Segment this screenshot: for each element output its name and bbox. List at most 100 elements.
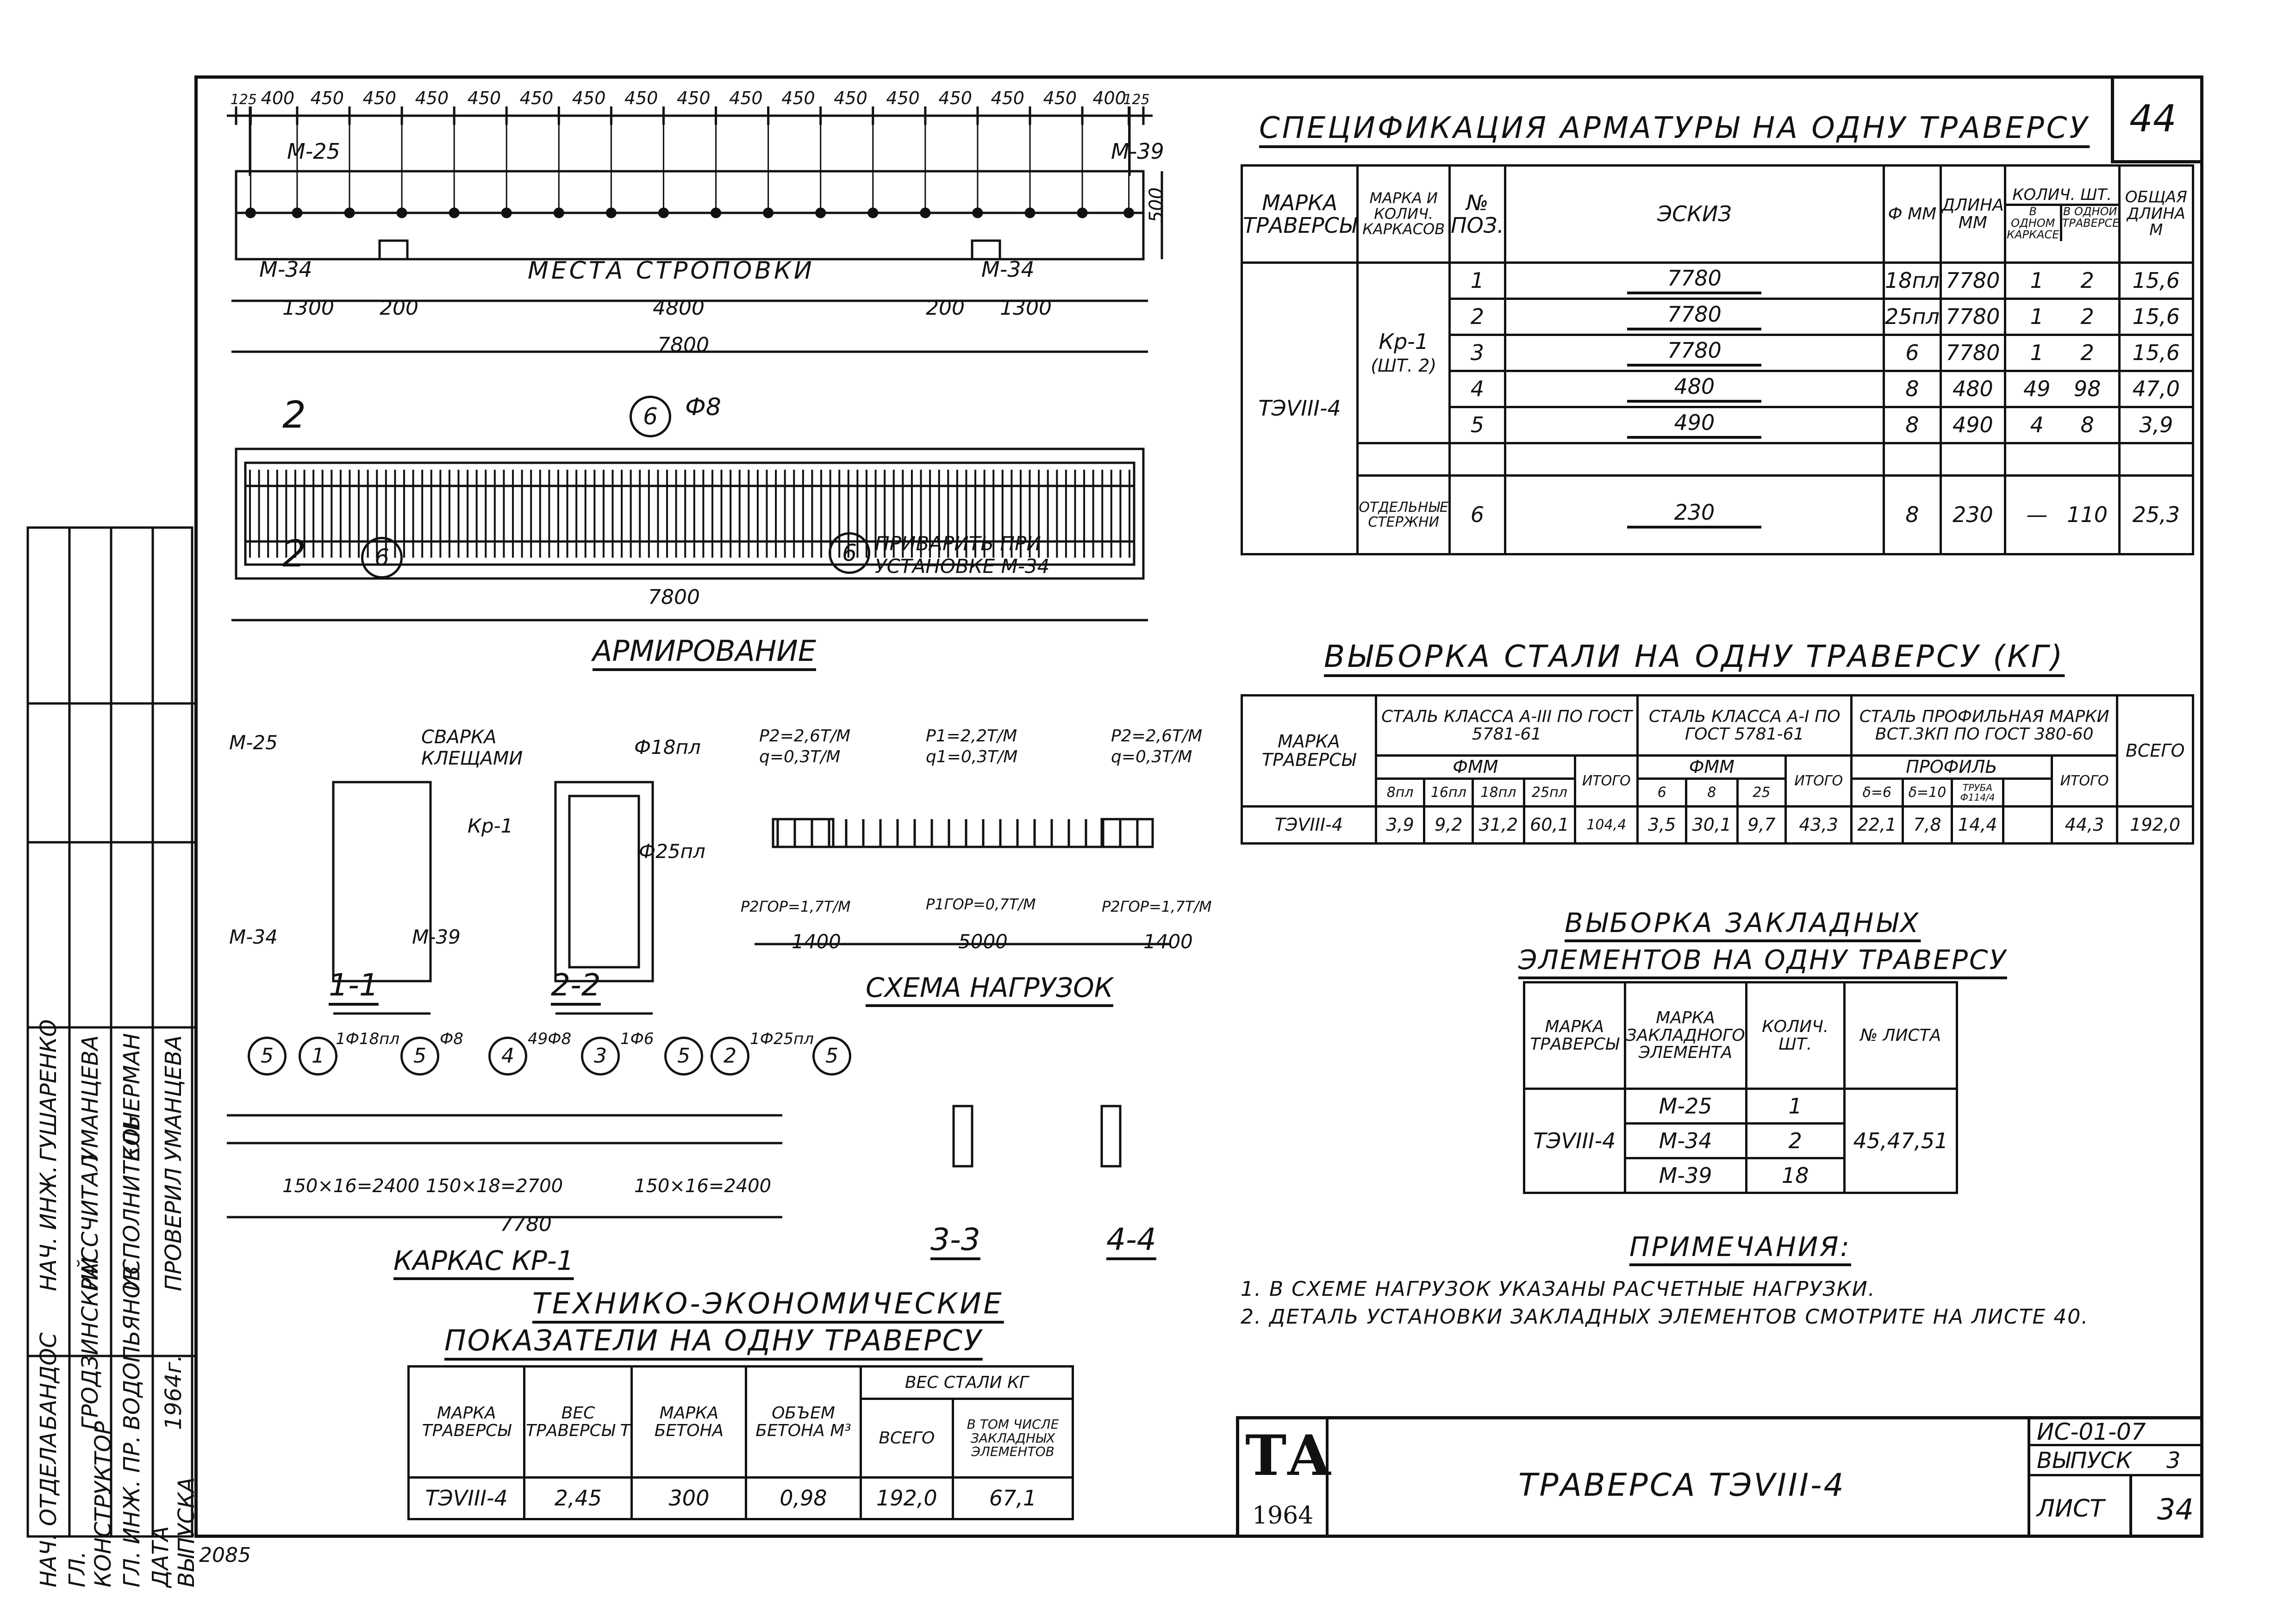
tech-cell: 2,45: [523, 1476, 633, 1520]
phi18-label: Ф18пл: [634, 736, 701, 759]
spec-cell: 490: [1939, 406, 2006, 444]
spec-cell: 25пл: [1882, 298, 1942, 336]
spec-head-poz: № ПОЗ.: [1448, 164, 1506, 264]
sheet-label: ЛИСТ: [2037, 1495, 2105, 1523]
bubble-5: 5: [248, 1037, 287, 1076]
note-2: 2. ДЕТАЛЬ УСТАНОВКИ ЗАКЛАДНЫХ ЭЛЕМЕНТОВ …: [1241, 1305, 2089, 1329]
table-row: М-34 2: [1524, 1122, 1957, 1159]
spec-head-len: ДЛИНА ММ: [1939, 164, 2006, 264]
load-dim-3: 1400: [1143, 930, 1193, 953]
spec-cell: 8: [1882, 474, 1942, 555]
code-boxes: [2028, 1416, 2203, 1538]
spec-qty: —110: [2003, 474, 2121, 555]
spec-qty-traverse: 2: [2080, 304, 2094, 330]
top-dim-label: 400: [1092, 88, 1126, 108]
embedded-cell: М-39: [1623, 1157, 1747, 1194]
spec-sketch: 7780: [1504, 298, 1885, 336]
tech-cell: 67,1: [952, 1476, 1074, 1520]
embedded-sheets: 45,47,51: [1843, 1088, 1959, 1194]
rgor-mid: Р1ГОР=0,7Т/М: [926, 895, 1036, 913]
rgor-right: Р2ГОР=1,7Т/М: [1102, 898, 1212, 915]
spec-cell: 7780: [1939, 334, 2006, 372]
top-dim-label: 450: [991, 88, 1024, 108]
beam-plan: [235, 448, 1145, 580]
steel-profile: ПРОФИЛЬ: [1850, 754, 2053, 780]
steel-title: ВЫБОРКА СТАЛИ НА ОДНУ ТРАВЕРСУ (КГ): [1324, 639, 2065, 674]
steel-phi-a1: ФММ: [1636, 754, 1787, 780]
stamp-grid: [26, 526, 194, 1538]
steel-col: 6: [1636, 777, 1688, 808]
label-m39: М-39: [1111, 139, 1164, 164]
steel-cell: 22,1: [1850, 805, 1904, 845]
tech-head: ВСЕГО: [859, 1398, 955, 1479]
steel-col: 25: [1736, 777, 1787, 808]
steel-col: ТРУБА Ф114/4: [1951, 777, 2004, 808]
frame-label-3: 49Ф8: [528, 1030, 572, 1048]
steel-col: 8: [1685, 777, 1739, 808]
frame-dim-3: 150×16=2400: [634, 1175, 772, 1197]
spec-frame-mark: Кр-1: [1379, 329, 1429, 354]
spec-cell: 47,0: [2118, 370, 2195, 408]
load-right-2: q=0,3Т/М: [1111, 747, 1192, 766]
bubble-2: 2: [711, 1037, 749, 1076]
frame-dim-2: 150×18=2700: [426, 1175, 563, 1197]
spec-sketch-dim: 490: [1627, 411, 1762, 439]
dim-200-left: 200: [380, 296, 418, 320]
load-dim-2: 5000: [958, 930, 1008, 953]
stamp-role: ГЛ. ИНЖ. ПР.: [119, 1436, 145, 1587]
spec-sketch-dim: 7780: [1627, 339, 1762, 367]
spec-cell: 230: [1939, 474, 2006, 555]
load-left-1: Р2=2,6Т/М: [759, 727, 851, 746]
spec-cell: 6: [1448, 474, 1506, 555]
steel-cell: ТЭVIII-4: [1241, 805, 1377, 845]
approval-stamp: НАЧ. ОТДЕЛА БАНДОС НАЧ. ИНЖ. ГУШАРЕНКО Г…: [19, 523, 200, 1587]
sheet-number: 44: [2129, 97, 2177, 140]
stamp-role: ДАТА ВЫПУСКА: [148, 1477, 200, 1587]
section-2-2-title: 2-2: [551, 967, 601, 1003]
spec-sketch-dim: 480: [1627, 375, 1762, 403]
tech-table: МАРКА ТРАВЕРСЫ ВЕС ТРАВЕРСЫ Т МАРКА БЕТО…: [407, 1365, 1074, 1520]
steel-cell: 3,5: [1636, 805, 1688, 845]
spec-qty-traverse: 2: [2080, 340, 2094, 366]
load-right-1: Р2=2,6Т/М: [1111, 727, 1203, 746]
table-row: ТЭVIII-4 3,9 9,2 31,2 60,1 104,4 3,5 30,…: [1241, 805, 2194, 845]
tech-head: МАРКА ТРАВЕРСЫ: [407, 1365, 526, 1479]
title-block: [1236, 1416, 2203, 1538]
steel-cell: 60,1: [1522, 805, 1577, 845]
tech-head: ВЕС ТРАВЕРСЫ Т: [523, 1365, 633, 1479]
section-2-2-shape: [554, 781, 654, 983]
spec-head-qty: КОЛИЧ. ШТ. В ОДНОМ КАРКАСЕ В ОДНОЙ ТРАВЕ…: [2003, 164, 2121, 264]
tech-head: ОБЪЕМ БЕТОНА М³: [745, 1365, 862, 1479]
steel-itogo-a3: ИТОГО: [1574, 754, 1639, 808]
stamp-role: НАЧ. ИНЖ.: [36, 1165, 62, 1291]
spec-sketch-dim: 7780: [1627, 303, 1762, 330]
stamp-role: НАЧ. ОТДЕЛА: [36, 1431, 62, 1587]
spec-sketch: 490: [1504, 406, 1885, 444]
load-mid-2: q1=0,3Т/М: [926, 747, 1018, 766]
spec-separate-label: ОТДЕЛЬНЫЕ СТЕРЖНИ: [1356, 474, 1451, 555]
bubble-5: 5: [812, 1037, 851, 1076]
embedded-cell: 18: [1745, 1157, 1846, 1194]
lifting-points-label: МЕСТА СТРОПОВКИ: [528, 257, 815, 285]
top-dim-label: 450: [624, 88, 658, 108]
stamp-name: ГРОДЗИНСКИЙ: [77, 1257, 103, 1430]
spec-qty-traverse: 110: [2067, 502, 2108, 528]
spec-sketch: 230: [1504, 474, 1885, 555]
spec-qty-traverse: 98: [2073, 376, 2101, 402]
label-m34-left: М-34: [259, 257, 312, 282]
frame-label-1: 1Ф18пл: [336, 1030, 400, 1048]
steel-cell: 43,3: [1784, 805, 1853, 845]
steel-cell: 44,3: [2050, 805, 2119, 845]
steel-col: 25пл: [1522, 777, 1577, 808]
spec-qty-frame: 1: [2030, 340, 2044, 366]
embedded-traverse: ТЭVIII-4: [1523, 1088, 1626, 1194]
load-left-2: q=0,3Т/М: [759, 747, 841, 766]
embedded-cell: 1: [1745, 1088, 1846, 1125]
dim-200-right: 200: [926, 296, 965, 320]
steel-table: МАРКА ТРАВЕРСЫ СТАЛЬ КЛАССА А-III ПО ГОС…: [1241, 694, 2194, 845]
table-row: М-39 18: [1524, 1157, 1957, 1194]
spec-frame-count: (ШТ. 2): [1371, 355, 1437, 376]
bubble-6-top: 6: [630, 396, 671, 437]
embedded-head: МАРКА ЗАКЛАДНОГО ЭЛЕМЕНТА: [1623, 981, 1747, 1090]
